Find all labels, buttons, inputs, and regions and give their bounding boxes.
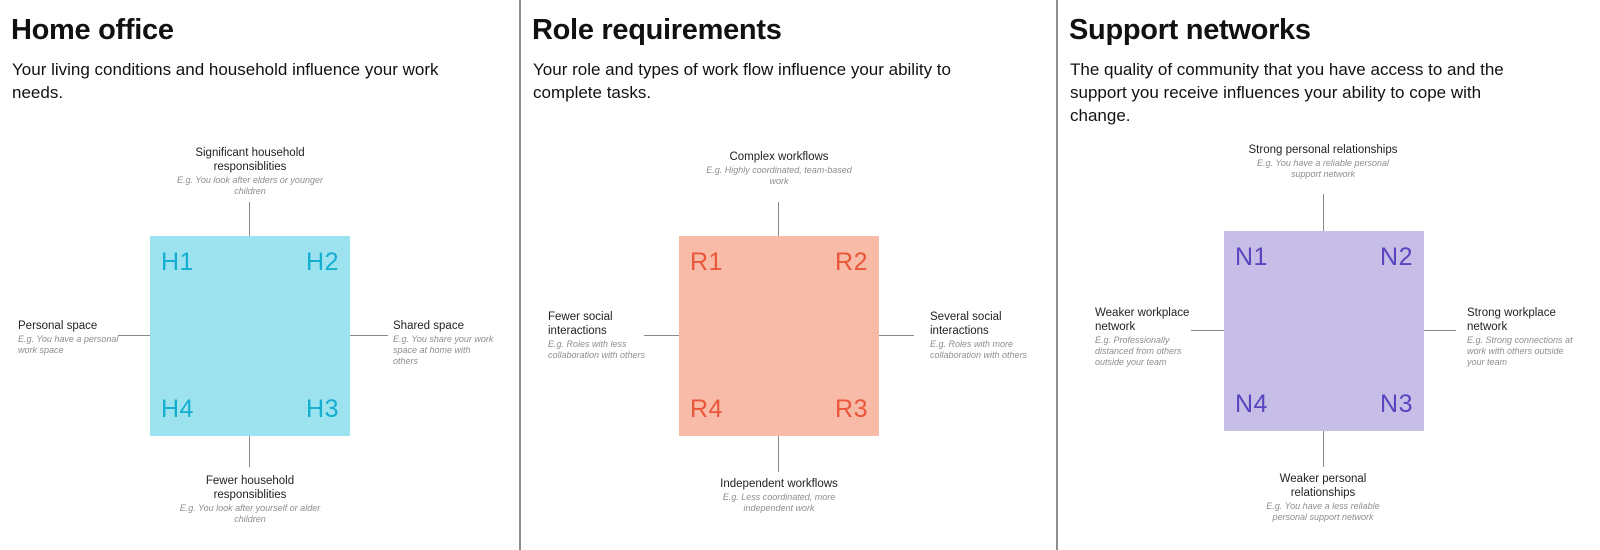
axis-label-bottom: Weaker personal relationships E.g. You h… [1248, 472, 1398, 523]
axis-label-text: Fewer household responsiblities [205, 475, 295, 501]
axis-label-left: Weaker workplace network E.g. Profession… [1095, 306, 1195, 368]
axis-label-example: E.g. Roles with more collaboration with … [930, 339, 1028, 360]
axis-label-text: Fewer social interactions [548, 311, 613, 337]
axis-label-right: Strong workplace network E.g. Strong con… [1467, 306, 1577, 368]
quadrant-label-top-right: H2 [306, 248, 339, 276]
axis-label-text: Independent workflows [720, 478, 838, 490]
quadrant-label-top-left: R1 [690, 248, 723, 276]
axis-label-left: Fewer social interactions E.g. Roles wit… [548, 310, 658, 361]
axis-label-text: Complex workflows [729, 151, 829, 163]
quadrant-label-bottom-right: H3 [306, 395, 339, 423]
axis-label-example: E.g. Strong connections at work with oth… [1467, 335, 1573, 367]
axis-label-right: Shared space E.g. You share your work sp… [393, 319, 498, 367]
panel-title: Support networks [1069, 14, 1311, 46]
axis-label-example: E.g. Less coordinated, more independent … [722, 492, 836, 513]
axis-label-example: E.g. You have a less reliable personal s… [1266, 501, 1380, 522]
axis-label-text: Strong personal relationships [1248, 144, 1398, 156]
axis-label-text: Strong workplace network [1467, 307, 1556, 333]
axis-label-example: E.g. You look after yourself or alder ch… [179, 503, 321, 524]
axis-label-bottom: Fewer household responsiblities E.g. You… [175, 474, 325, 525]
quadrant-label-top-right: N2 [1380, 243, 1413, 271]
axis-label-top: Strong personal relationships E.g. You h… [1248, 143, 1398, 180]
quadrant-grid: R1 R2 R4 R3 [679, 236, 879, 436]
panel-title: Home office [11, 14, 174, 46]
axis-label-right: Several social interactions E.g. Roles w… [930, 310, 1046, 361]
panel-support-networks: Support networks The quality of communit… [1058, 0, 1600, 550]
panel-description: The quality of community that you have a… [1070, 60, 1504, 125]
panel-home-office: Home office Your living conditions and h… [0, 0, 520, 550]
quadrant-grid: H1 H2 H4 H3 [150, 236, 350, 436]
axis-label-text: Weaker workplace network [1095, 307, 1190, 333]
axis-label-top: Complex workflows E.g. Highly coordinate… [704, 150, 854, 187]
axis-label-example: E.g. You look after elders or younger ch… [177, 175, 323, 196]
axis-label-example: E.g. Highly coordinated, team-based work [706, 165, 852, 186]
quadrant-label-top-left: H1 [161, 248, 194, 276]
panel-divider [1056, 0, 1058, 550]
axis-label-left: Personal space E.g. You have a personal … [18, 319, 123, 356]
quadrant-label-bottom-right: R3 [835, 395, 868, 423]
quadrant-label-top-left: N1 [1235, 243, 1268, 271]
axis-label-example: E.g. You have a personal work space [18, 334, 119, 355]
quadrant-label-bottom-left: N4 [1235, 390, 1268, 418]
axis-label-example: E.g. You have a reliable personal suppor… [1257, 158, 1389, 179]
axis-label-top: Significant household responsiblities E.… [175, 146, 325, 197]
axis-label-example: E.g. You share your work space at home w… [393, 334, 494, 366]
panel-role-requirements: Role requirements Your role and types of… [521, 0, 1057, 550]
axis-label-text: Several social interactions [930, 311, 1002, 337]
quadrant-grid: N1 N2 N4 N3 [1224, 231, 1424, 431]
panel-description: Your role and types of work flow influen… [533, 60, 951, 102]
quadrant-label-bottom-right: N3 [1380, 390, 1413, 418]
axis-label-text: Personal space [18, 320, 98, 332]
quadrant-label-bottom-left: H4 [161, 395, 194, 423]
panel-divider [519, 0, 521, 550]
axis-label-bottom: Independent workflows E.g. Less coordina… [704, 477, 854, 514]
axis-label-example: E.g. Roles with less collaboration with … [548, 339, 646, 360]
axis-label-text: Weaker personal relationships [1279, 473, 1367, 499]
quadrant-label-bottom-left: R4 [690, 395, 723, 423]
axis-label-example: E.g. Professionally distanced from other… [1095, 335, 1182, 367]
quadrant-label-top-right: R2 [835, 248, 868, 276]
panel-description: Your living conditions and household inf… [12, 60, 439, 102]
axis-label-text: Shared space [393, 320, 464, 332]
axis-label-text: Significant household responsiblities [195, 147, 305, 173]
panel-title: Role requirements [532, 14, 782, 46]
